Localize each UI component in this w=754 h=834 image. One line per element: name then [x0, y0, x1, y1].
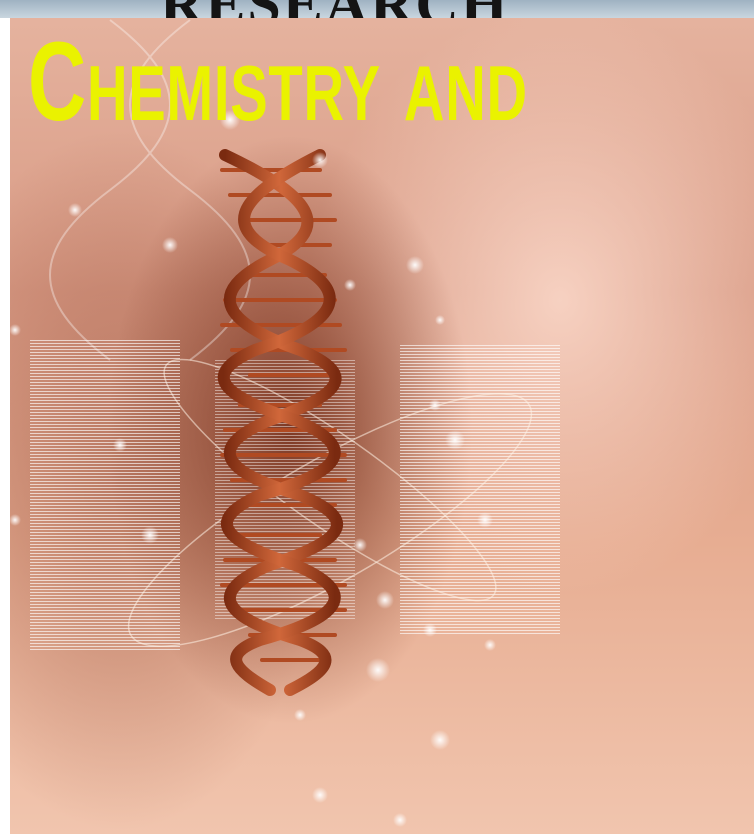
light-sparkles: [9, 110, 496, 827]
orbit-arcs: [127, 358, 533, 647]
text-panel-left: [30, 340, 180, 650]
background-helix: [49, 19, 251, 361]
left-margin-strip: [0, 0, 10, 834]
cover-headline: Chemistry and: [28, 19, 528, 144]
top-title-band: RESEARCH: [0, 0, 754, 18]
helix-strands: [217, 149, 343, 696]
top-title: RESEARCH: [160, 0, 509, 18]
